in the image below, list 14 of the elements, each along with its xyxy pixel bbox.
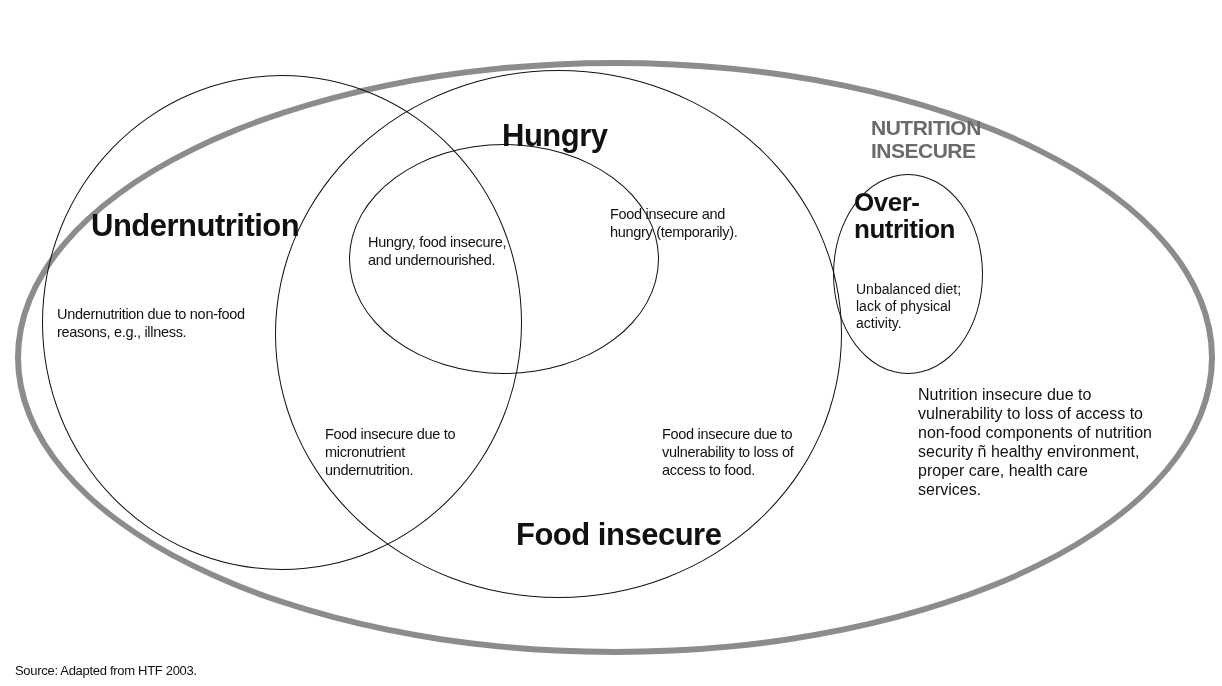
- set-title: NUTRITION INSECURE: [871, 116, 982, 162]
- set-title: Food insecure: [516, 516, 723, 553]
- set-title: Over-nutrition: [854, 189, 956, 243]
- set-description: Nutrition insecure due to vulnerability to loss of access to non-food components of nutrition security ñ healthy environment, proper care, health care services.: [918, 385, 1153, 499]
- region-text: Food insecure due to micronutrient undernutrition.: [325, 425, 457, 479]
- region-text: Food insecure and hungry (temporarily).: [610, 205, 739, 241]
- region-text: Food insecure due to vulnerability to loss of access to food.: [662, 425, 795, 479]
- set-description: Unbalanced diet; lack of physical activity.: [856, 281, 963, 332]
- region-text: Undernutrition due to non-food reasons, e.g., illness.: [57, 305, 246, 341]
- set-title: Hungry: [502, 117, 609, 154]
- caption: Source: Adapted from HTF 2003.: [15, 663, 197, 679]
- region-text: Hungry, food insecure, and undernourished.: [368, 233, 508, 269]
- venn-ellipse: [15, 60, 1215, 655]
- set-title: Undernutrition: [91, 207, 301, 244]
